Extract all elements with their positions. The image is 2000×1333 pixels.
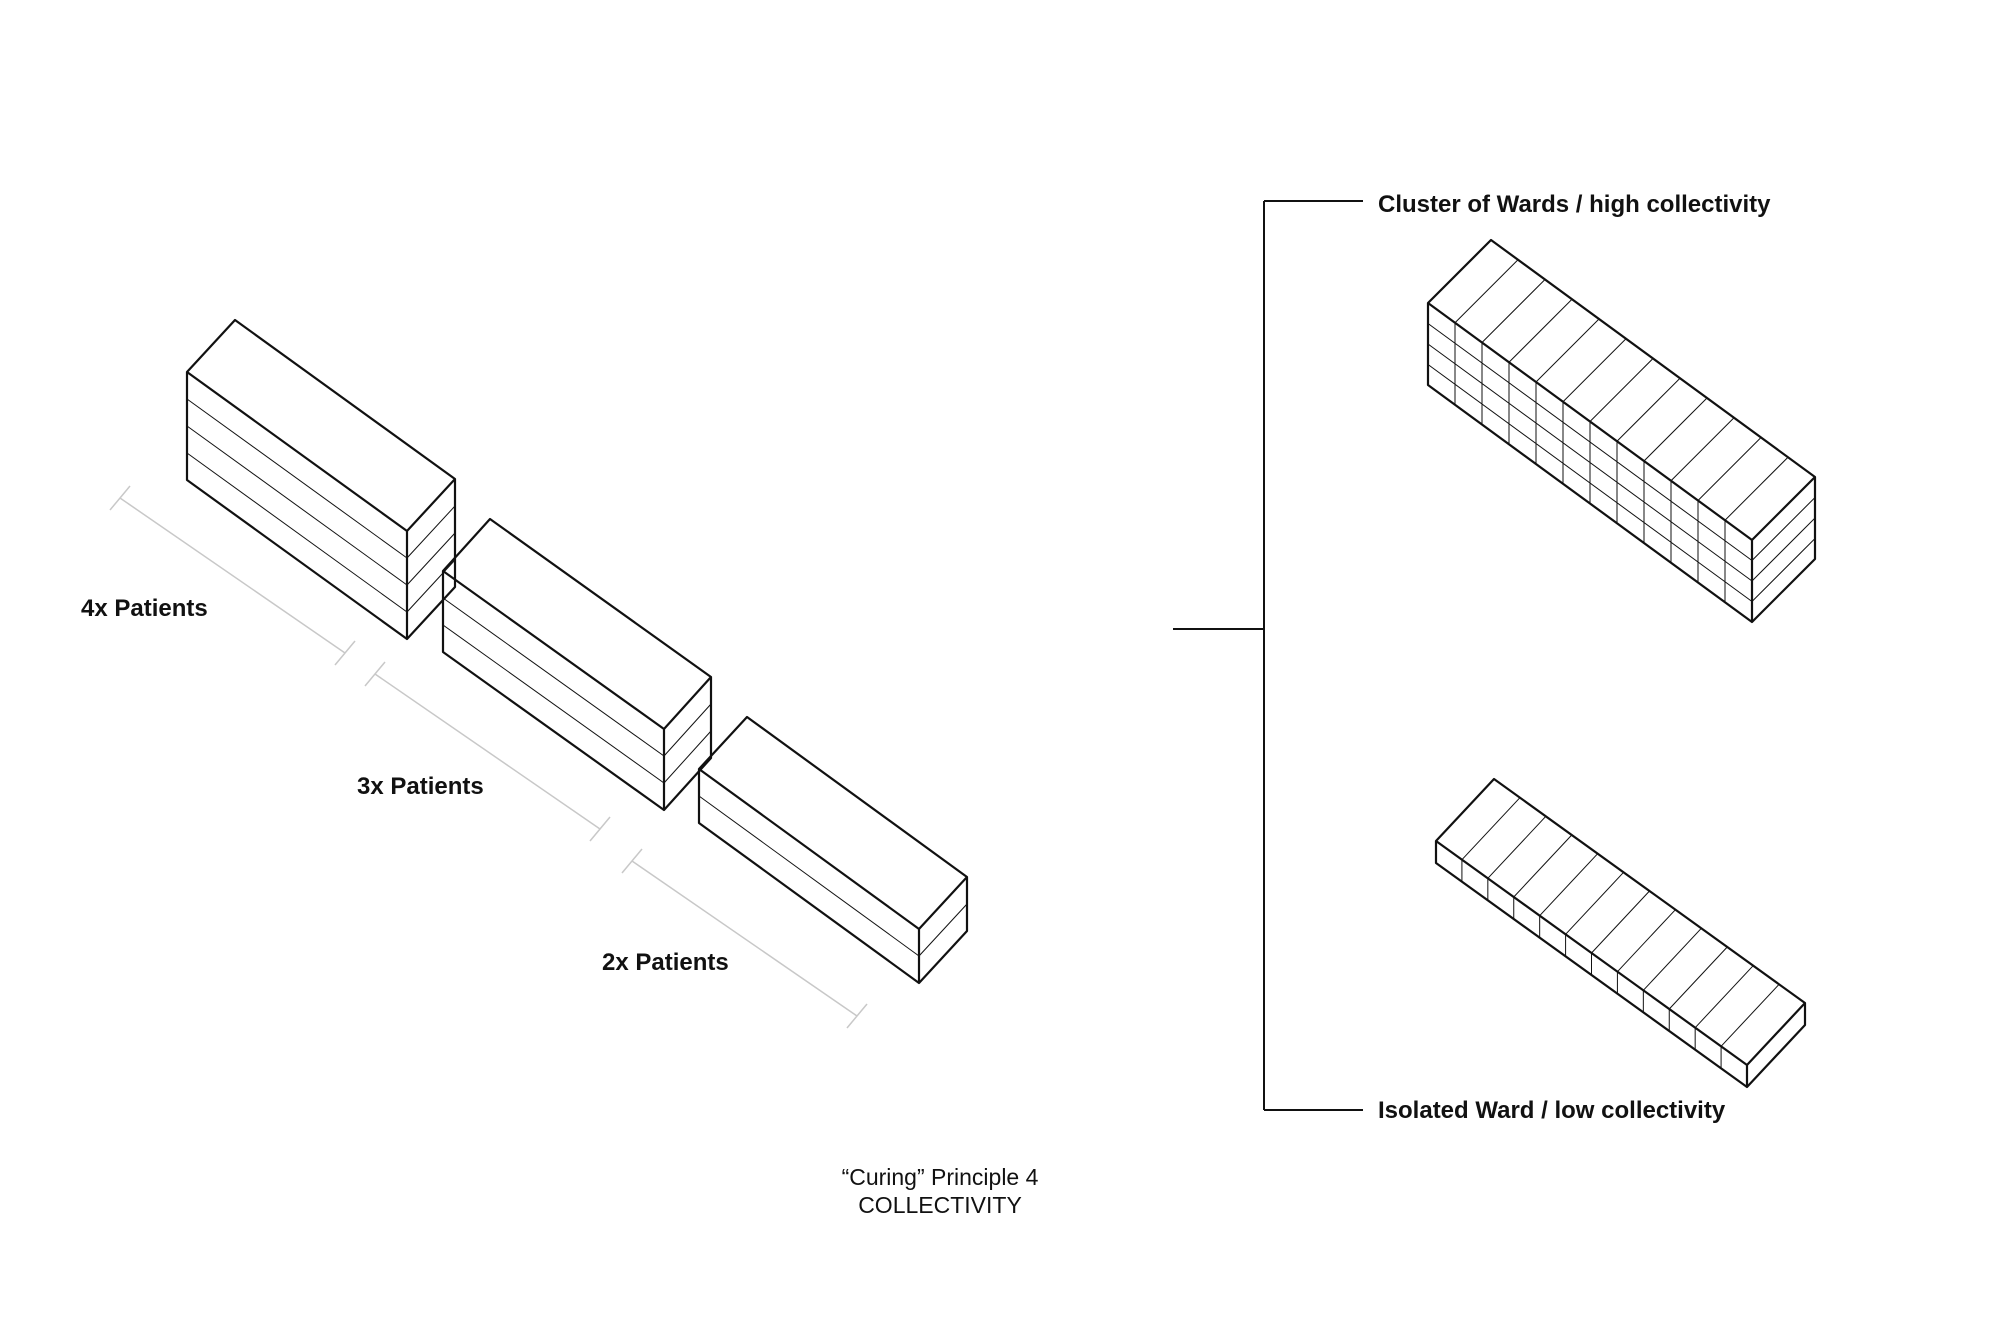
- ward-blocks: [185, 238, 1817, 1089]
- label-2x-patients: 2x Patients: [602, 949, 729, 976]
- block-isolated-ward: [1434, 777, 1807, 1089]
- dimension-lines: [109, 485, 868, 1029]
- label-3x-patients: 3x Patients: [357, 773, 484, 800]
- bracket: [1173, 200, 1363, 1111]
- block-cluster-of-wards: [1426, 238, 1817, 624]
- block-4x-patients: [185, 318, 457, 641]
- label-4x-patients: 4x Patients: [81, 595, 208, 622]
- label-cluster-of-wards: Cluster of Wards / high collectivity: [1378, 191, 1771, 218]
- dimension-line-3x: [364, 661, 611, 842]
- caption-title: “Curing” Principle 4: [841, 1164, 1039, 1190]
- block-3x-patients: [441, 517, 713, 812]
- block-2x-patients: [697, 715, 969, 985]
- dimension-line-4x: [109, 485, 356, 666]
- caption-subtitle: COLLECTIVITY: [858, 1192, 1022, 1218]
- label-isolated-ward: Isolated Ward / low collectivity: [1378, 1097, 1726, 1124]
- dimension-line-2x: [621, 848, 868, 1029]
